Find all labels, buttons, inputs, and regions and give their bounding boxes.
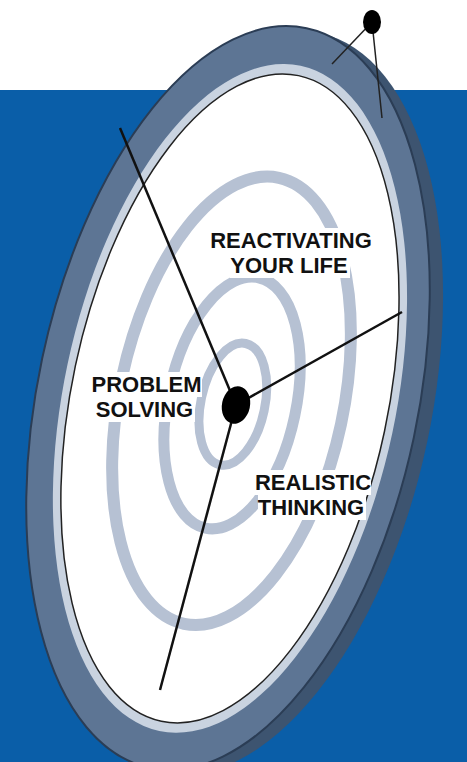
sector-label: REACTIVATING YOUR LIFE [185, 228, 395, 279]
rim-inner-edge [0, 31, 463, 762]
sector-line [160, 405, 236, 690]
hanger-line [372, 22, 382, 118]
label-text: PROBLEM SOLVING [90, 372, 202, 422]
label-text: REACTIVATING YOUR LIFE [208, 228, 372, 278]
hanger-dot [363, 10, 381, 34]
sector-label: PROBLEM SOLVING [78, 372, 213, 423]
label-text: REALISTIC THINKING [253, 470, 371, 520]
sector-line [236, 312, 402, 405]
ring [75, 154, 389, 647]
target-face [7, 43, 453, 754]
sector-line [120, 128, 236, 405]
ring [189, 337, 277, 472]
sector-label: REALISTIC THINKING [232, 470, 392, 521]
bullseye [218, 384, 253, 427]
